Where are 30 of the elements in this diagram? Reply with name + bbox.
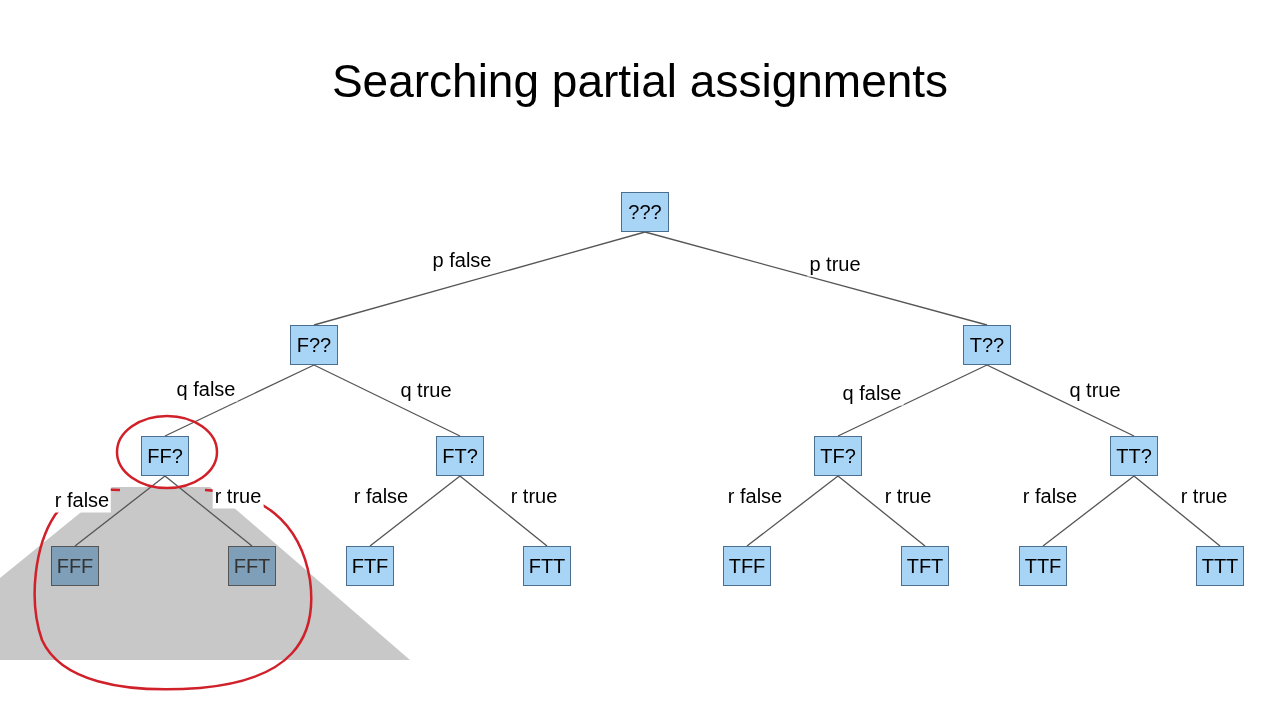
edge-label: r false bbox=[52, 487, 112, 513]
state-box: FFT bbox=[228, 546, 276, 586]
state-box: TTT bbox=[1196, 546, 1244, 586]
state-box: ??? bbox=[621, 192, 669, 232]
connector-line bbox=[837, 475, 926, 547]
state-box: F?? bbox=[290, 325, 338, 365]
state-box: T?? bbox=[963, 325, 1011, 365]
state-box: FTT bbox=[523, 546, 571, 586]
state-box: TFF bbox=[723, 546, 771, 586]
state-box: TF? bbox=[814, 436, 862, 476]
state-box: FT? bbox=[436, 436, 484, 476]
connector-line bbox=[1133, 475, 1221, 547]
state-box: TTF bbox=[1019, 546, 1067, 586]
state-box: TFT bbox=[901, 546, 949, 586]
connector-line bbox=[1042, 475, 1135, 547]
state-box: FTF bbox=[346, 546, 394, 586]
connector-line bbox=[313, 364, 461, 437]
state-box: FF? bbox=[141, 436, 189, 476]
connector-line bbox=[369, 475, 461, 547]
state-box: TT? bbox=[1110, 436, 1158, 476]
connector-line bbox=[164, 364, 315, 437]
state-box: FFF bbox=[51, 546, 99, 586]
connector-line bbox=[986, 364, 1135, 437]
connector-line bbox=[74, 475, 166, 547]
connector-line bbox=[313, 231, 646, 326]
connector-line bbox=[459, 475, 548, 547]
connector-line bbox=[164, 475, 253, 547]
connector-line bbox=[837, 364, 988, 437]
connector-line bbox=[746, 475, 839, 547]
connector-line bbox=[644, 231, 988, 326]
